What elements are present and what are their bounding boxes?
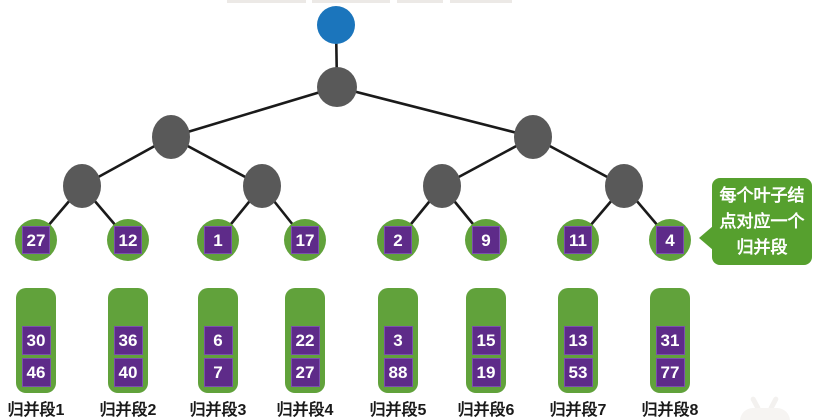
segment-label: 归并段7 (549, 402, 607, 419)
segment-value: 6 (203, 326, 233, 355)
segment-value: 22 (290, 326, 320, 355)
callout-line: 点对应一个 (719, 211, 805, 231)
leaf-node: 9 (465, 219, 507, 261)
segment-value: 27 (290, 358, 320, 387)
callout-line: 归并段 (736, 237, 788, 257)
merge-segment: 36 40 (108, 288, 148, 393)
leaf-value: 9 (472, 226, 500, 254)
merge-segment: 13 53 (558, 288, 598, 393)
segment-value: 3 (383, 326, 413, 355)
segment-label: 归并段5 (369, 402, 427, 419)
leaf-node: 11 (557, 219, 599, 261)
leaf-node: 12 (107, 219, 149, 261)
segment-label: 归并段6 (457, 402, 515, 419)
segment-value: 30 (21, 326, 51, 355)
leaf-node: 1 (197, 219, 239, 261)
merge-segment: 15 19 (466, 288, 506, 393)
tv-head-icon (740, 408, 790, 420)
merge-segment: 3 88 (378, 288, 418, 393)
segment-label: 归并段8 (641, 402, 699, 419)
cropped-title-strip (397, 0, 443, 3)
segment-value: 77 (655, 358, 685, 387)
segment-value: 31 (655, 326, 685, 355)
internal-node (423, 164, 461, 208)
leaf-value: 12 (114, 226, 142, 254)
internal-node (317, 67, 357, 107)
callout-bubble: 每个叶子结 点对应一个 归并段 (699, 178, 812, 265)
segment-value: 13 (563, 326, 593, 355)
internal-node (514, 115, 552, 159)
tv-logo-watermark (736, 395, 796, 420)
callout-tail-icon (699, 226, 713, 250)
segment-label: 归并段2 (99, 402, 157, 419)
merge-segment: 31 77 (650, 288, 690, 393)
merge-segment: 6 7 (198, 288, 238, 393)
leaf-node: 27 (15, 219, 57, 261)
leaf-node: 2 (377, 219, 419, 261)
internal-node (63, 164, 101, 208)
segment-value: 36 (113, 326, 143, 355)
segment-label: 归并段1 (7, 402, 65, 419)
segment-label: 归并段4 (276, 402, 334, 419)
tree-root-node (317, 6, 355, 44)
leaf-node: 4 (649, 219, 691, 261)
segment-value: 46 (21, 358, 51, 387)
cropped-title-strip (312, 0, 390, 3)
segment-value: 40 (113, 358, 143, 387)
cropped-title-strip (450, 0, 512, 3)
leaf-value: 1 (204, 226, 232, 254)
segment-value: 53 (563, 358, 593, 387)
leaf-value: 27 (22, 226, 50, 254)
segment-value: 19 (471, 358, 501, 387)
leaf-value: 2 (384, 226, 412, 254)
segment-value: 15 (471, 326, 501, 355)
cropped-title-strip (227, 0, 306, 3)
leaf-node: 17 (284, 219, 326, 261)
callout-line: 每个叶子结 (719, 185, 805, 205)
segment-label: 归并段3 (189, 402, 247, 419)
leaf-value: 4 (656, 226, 684, 254)
merge-segment: 22 27 (285, 288, 325, 393)
internal-node (152, 115, 190, 159)
segment-value: 7 (203, 358, 233, 387)
leaf-value: 11 (564, 226, 592, 254)
merge-segment: 30 46 (16, 288, 56, 393)
leaf-value: 17 (291, 226, 319, 254)
internal-node (605, 164, 643, 208)
segment-value: 88 (383, 358, 413, 387)
internal-node (243, 164, 281, 208)
